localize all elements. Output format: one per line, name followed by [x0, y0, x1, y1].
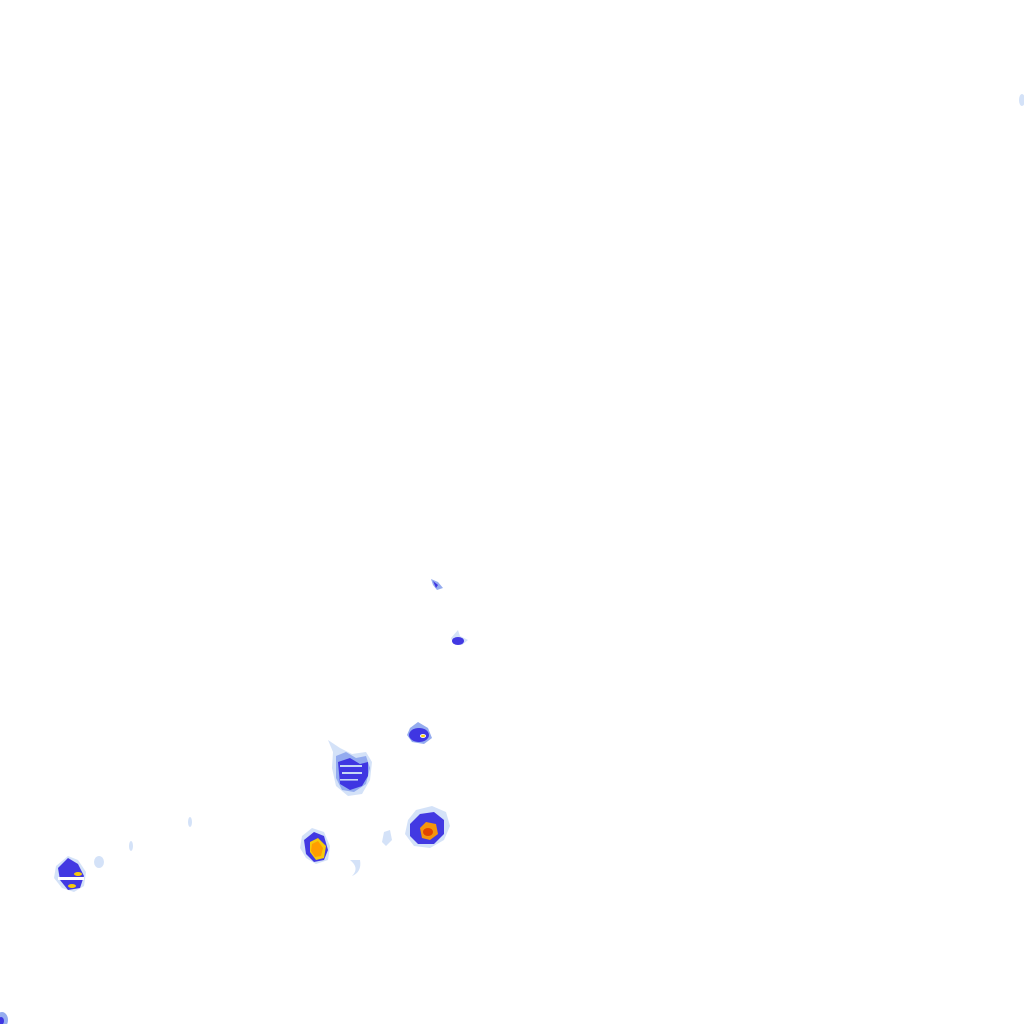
cell-south-storm	[300, 828, 361, 876]
cell-center-cluster	[328, 740, 372, 796]
cell-north-small	[431, 579, 443, 590]
cell-west-storm	[54, 817, 192, 892]
cell-center-small	[407, 722, 432, 744]
cell-east-storm	[382, 806, 450, 848]
cell-north-2	[451, 630, 468, 645]
cell-bottom-left-corner	[0, 1012, 8, 1024]
cell-top-right-edge	[1019, 94, 1024, 106]
